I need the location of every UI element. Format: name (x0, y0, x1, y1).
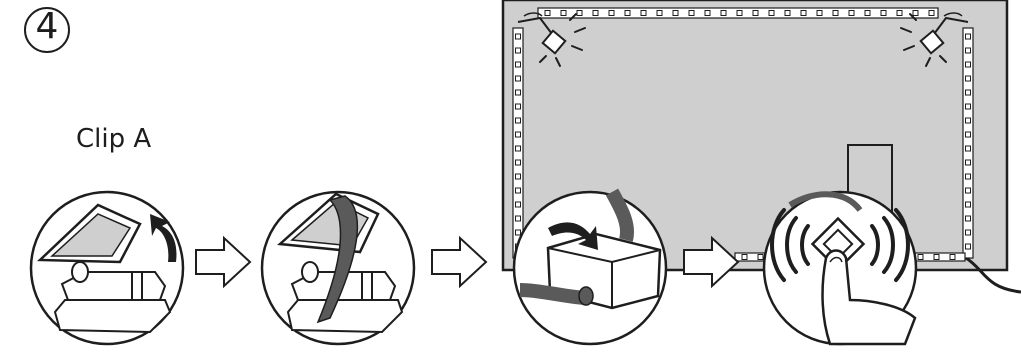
led-chip (784, 10, 791, 16)
clip-closed-detail (512, 188, 668, 346)
led-chip (608, 10, 615, 16)
led-chip (816, 10, 823, 16)
clip-with-cable-detail (260, 190, 416, 346)
led-strip-right (962, 27, 974, 259)
led-chip (965, 201, 971, 208)
press-waves-icon (770, 208, 910, 282)
led-chip (896, 10, 903, 16)
led-chip (515, 201, 521, 208)
led-chip (515, 103, 521, 110)
led-chip (880, 10, 887, 16)
led-chip (515, 33, 521, 40)
led-chip (965, 117, 971, 124)
led-chip (515, 173, 521, 180)
led-chip (515, 61, 521, 68)
led-chip (965, 173, 971, 180)
led-chip (933, 254, 940, 260)
corner-connector-right (919, 12, 969, 55)
led-chip (965, 75, 971, 82)
light-rays-icon (539, 13, 586, 67)
led-chip (965, 89, 971, 96)
led-chip (965, 145, 971, 152)
led-chip (515, 117, 521, 124)
led-chip (560, 10, 567, 16)
corner-connector-left (517, 12, 567, 55)
led-chip (965, 47, 971, 54)
led-chip (965, 187, 971, 194)
led-chip (656, 10, 663, 16)
led-chip (515, 131, 521, 138)
led-chip (515, 215, 521, 222)
led-chip (917, 254, 924, 260)
led-chip (576, 10, 583, 16)
led-chip (965, 103, 971, 110)
led-chip (912, 10, 919, 16)
led-chip (720, 10, 727, 16)
led-chip (624, 10, 631, 16)
led-chip (800, 10, 807, 16)
curved-arrow-icon (150, 214, 177, 262)
led-chip (757, 254, 764, 260)
led-chip (965, 229, 971, 236)
led-chip (864, 10, 871, 16)
finger-press-icon (821, 249, 917, 346)
led-chip (672, 10, 679, 16)
arrow-right-icon (195, 235, 252, 289)
led-chip (928, 10, 935, 16)
arrow-right-icon (683, 235, 740, 289)
led-chip (949, 254, 956, 260)
led-chip (515, 47, 521, 54)
led-chip (736, 10, 743, 16)
led-chip (965, 33, 971, 40)
led-chip (515, 145, 521, 152)
clip-label: Clip A (76, 124, 152, 154)
led-chip (965, 159, 971, 166)
step-circle-icon (24, 7, 70, 53)
arrow-right-icon (431, 235, 488, 289)
led-chip (832, 10, 839, 16)
led-chip (515, 75, 521, 82)
led-chip (688, 10, 695, 16)
led-chip (515, 229, 521, 236)
led-chip (741, 254, 748, 260)
clip-open-detail (29, 190, 185, 346)
step-number: 4 (35, 6, 59, 47)
led-chip (848, 10, 855, 16)
led-chip (752, 10, 759, 16)
led-chip (965, 243, 971, 250)
led-chip (965, 61, 971, 68)
led-chip (515, 187, 521, 194)
led-chip (640, 10, 647, 16)
led-chip (704, 10, 711, 16)
led-chip (544, 10, 551, 16)
curved-arrow-icon (548, 222, 598, 250)
light-rays-icon (900, 13, 947, 67)
led-chip (592, 10, 599, 16)
led-chip (515, 89, 521, 96)
led-chip (965, 215, 971, 222)
led-chip (768, 10, 775, 16)
led-chip (515, 159, 521, 166)
led-chip (965, 131, 971, 138)
